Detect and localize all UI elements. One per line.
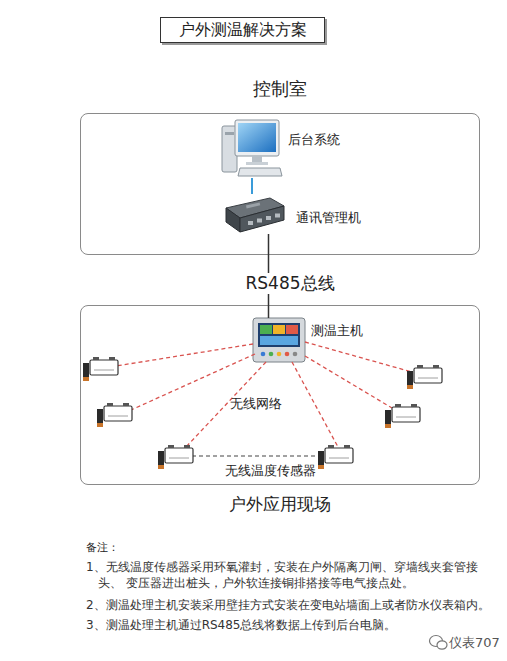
comm-manager-node: 通讯管理机 [222, 194, 284, 234]
circle-shape [269, 352, 274, 357]
computer-illustration [222, 120, 282, 178]
note-item: 2、测温处理主机安装采用壁挂方式安装在变电站墙面上或者防水仪表箱内。 [86, 597, 501, 613]
sensor [385, 404, 420, 428]
site-frame: 户外应用现场测温主机 [80, 305, 480, 485]
network-label: 无线网络 [216, 396, 296, 412]
node-label: 测温主机 [311, 323, 363, 339]
wireless-links [116, 342, 412, 447]
wireless-link [186, 362, 266, 447]
note-heading: 备注： [86, 541, 206, 555]
node-label: 通讯管理机 [296, 210, 361, 226]
rect-shape [286, 325, 298, 334]
sensor [83, 357, 118, 381]
rect-shape [260, 325, 272, 334]
circle-shape [261, 352, 266, 357]
sensor-link [192, 455, 318, 456]
rect-shape [275, 214, 280, 218]
sensor [97, 403, 132, 427]
node-label: 后台系统 [288, 132, 340, 148]
connector-line [268, 234, 270, 318]
wireless-link [116, 344, 253, 366]
icon-bubble [430, 636, 443, 647]
host-illustration [253, 318, 305, 362]
polygon-shape [240, 206, 284, 232]
polygon-shape [238, 168, 282, 176]
rect-shape [266, 216, 271, 220]
node-label: 控制室 [81, 78, 479, 100]
wireless-link [292, 362, 338, 447]
wireless-link [131, 354, 255, 410]
gateway-illustration [222, 194, 284, 234]
connector-line [251, 178, 253, 194]
rect-shape [246, 162, 268, 165]
sensor [158, 445, 193, 469]
host-node: 测温主机 [253, 318, 305, 362]
sensor [407, 365, 442, 389]
rect-shape [258, 323, 300, 347]
sensor-label: 无线温度传感器 [200, 463, 340, 479]
watermark: 仪表707 [449, 635, 507, 651]
circle-shape [285, 352, 290, 357]
node-label: 户外应用现场 [81, 494, 479, 514]
icon-bubble [437, 641, 447, 649]
rect-shape [246, 202, 260, 208]
watermark-icon [430, 636, 448, 650]
rect-shape [257, 219, 262, 223]
rect-shape [252, 156, 262, 162]
wireless-link [305, 356, 392, 408]
rect-shape [273, 325, 285, 334]
room-frame: 控制室后台系统通讯管理机 [80, 113, 480, 255]
rect-shape [253, 318, 305, 362]
note-item: 3、测温处理主机通过RS485总线将数据上传到后台电脑。 [86, 617, 501, 633]
bus-label: RS485总线 [242, 273, 337, 294]
wireless-link [305, 342, 412, 372]
sensor [318, 445, 353, 469]
rect-shape [248, 221, 253, 225]
rect-shape [238, 123, 276, 152]
note-item: 1、无线温度传感器采用环氧灌封，安装在户外隔离刀闸、穿墙线夹套管接头、 变压器进… [86, 559, 501, 591]
diagram-title: 户外测温解决方案 [160, 17, 325, 43]
polygon-shape [226, 208, 240, 232]
computer-node: 后台系统 [222, 120, 282, 178]
rect-shape [225, 132, 234, 135]
circle-shape [277, 352, 282, 357]
rect-shape [260, 336, 298, 345]
rect-shape [235, 120, 279, 156]
circle-shape [293, 352, 298, 357]
